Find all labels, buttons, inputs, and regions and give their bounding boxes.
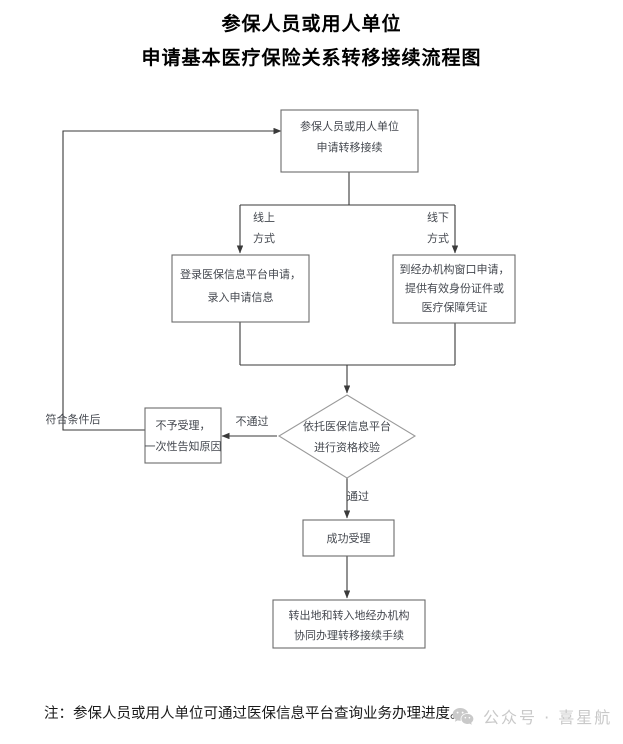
node-handle-line-2: 协同办理转移接续手续 xyxy=(294,628,404,642)
node-offline-line-1: 到经办机构窗口申请， xyxy=(400,262,510,276)
node-handle-line-1: 转出地和转入地经办机构 xyxy=(289,608,410,622)
node-verify-line-1: 依托医保信息平台 xyxy=(303,419,391,433)
node-accept-line-1: 成功受理 xyxy=(327,532,371,545)
edge-label-loopback: 符合条件后 xyxy=(46,412,101,426)
title-line-1: 参保人员或用人单位 xyxy=(221,14,402,35)
edge-label-fail-text: 不通过 xyxy=(236,415,269,428)
title-line-2: 申请基本医疗保险关系转移接续流程图 xyxy=(141,48,482,69)
edge-label-offline-branch: 线下 方式 xyxy=(427,210,449,245)
page-title: 参保人员或用人单位 申请基本医疗保险关系转移接续流程图 xyxy=(0,8,623,76)
edge-label-online-line-1: 线上 xyxy=(253,210,275,224)
node-handle-transfer[interactable]: 转出地和转入地经办机构 协同办理转移接续手续 xyxy=(272,599,426,649)
node-verify-shape xyxy=(277,394,417,479)
edge-label-online-line-2: 方式 xyxy=(253,231,275,245)
node-reject[interactable]: 不予受理， 一次性告知原因 xyxy=(144,407,222,464)
node-verify-line-2: 进行资格校验 xyxy=(314,440,380,454)
node-reject-line-2: 一次性告知原因 xyxy=(145,439,222,453)
node-reject-line-1: 不予受理， xyxy=(156,419,211,432)
flowchart-canvas: 参保人员或用人单位 申请转移接续 登录医保信息平台申请， 录入申请信息 到经办机… xyxy=(46,109,516,649)
node-offline-application[interactable]: 到经办机构窗口申请， 提供有效身份证件或 医疗保障凭证 xyxy=(392,254,516,324)
edge-label-fail: 不通过 xyxy=(236,415,269,428)
edge-label-pass: 通过 xyxy=(347,490,369,503)
node-online-line-1: 登录医保信息平台申请， xyxy=(180,267,301,281)
edge-reject-loopback-to-start xyxy=(62,127,282,431)
edge-label-loopback-text: 符合条件后 xyxy=(46,412,101,426)
node-online-line-2: 录入申请信息 xyxy=(208,290,274,304)
node-online-shape xyxy=(171,254,310,323)
node-start[interactable]: 参保人员或用人单位 申请转移接续 xyxy=(280,109,419,173)
node-online-application[interactable]: 登录医保信息平台申请， 录入申请信息 xyxy=(171,254,310,323)
footer-note: 注：参保人员或用人单位可通过医保信息平台查询业务办理进度。 xyxy=(44,706,465,722)
node-start-line-2: 申请转移接续 xyxy=(317,140,383,154)
edge-label-offline-line-1: 线下 xyxy=(427,210,449,224)
node-verify-decision[interactable]: 依托医保信息平台 进行资格校验 xyxy=(277,394,417,479)
wechat-icon-glyph xyxy=(452,707,474,725)
watermark: 公众号 · 喜星航 xyxy=(452,704,612,728)
edge-label-offline-line-2: 方式 xyxy=(427,231,449,245)
node-start-shape xyxy=(280,109,419,173)
node-offline-line-3: 医疗保障凭证 xyxy=(422,300,488,314)
edge-label-pass-text: 通过 xyxy=(347,490,369,503)
edge-label-online-branch: 线上 方式 xyxy=(253,210,275,245)
watermark-label: 公众号 · 喜星航 xyxy=(483,708,613,727)
node-start-line-1: 参保人员或用人单位 xyxy=(300,119,399,133)
wechat-icon xyxy=(452,707,474,726)
node-handle-shape xyxy=(272,599,426,649)
node-offline-line-2: 提供有效身份证件或 xyxy=(405,281,504,295)
node-accept-shape xyxy=(302,519,395,557)
node-accept[interactable]: 成功受理 xyxy=(302,519,395,557)
node-reject-shape xyxy=(144,407,222,464)
node-offline-shape xyxy=(392,254,516,324)
